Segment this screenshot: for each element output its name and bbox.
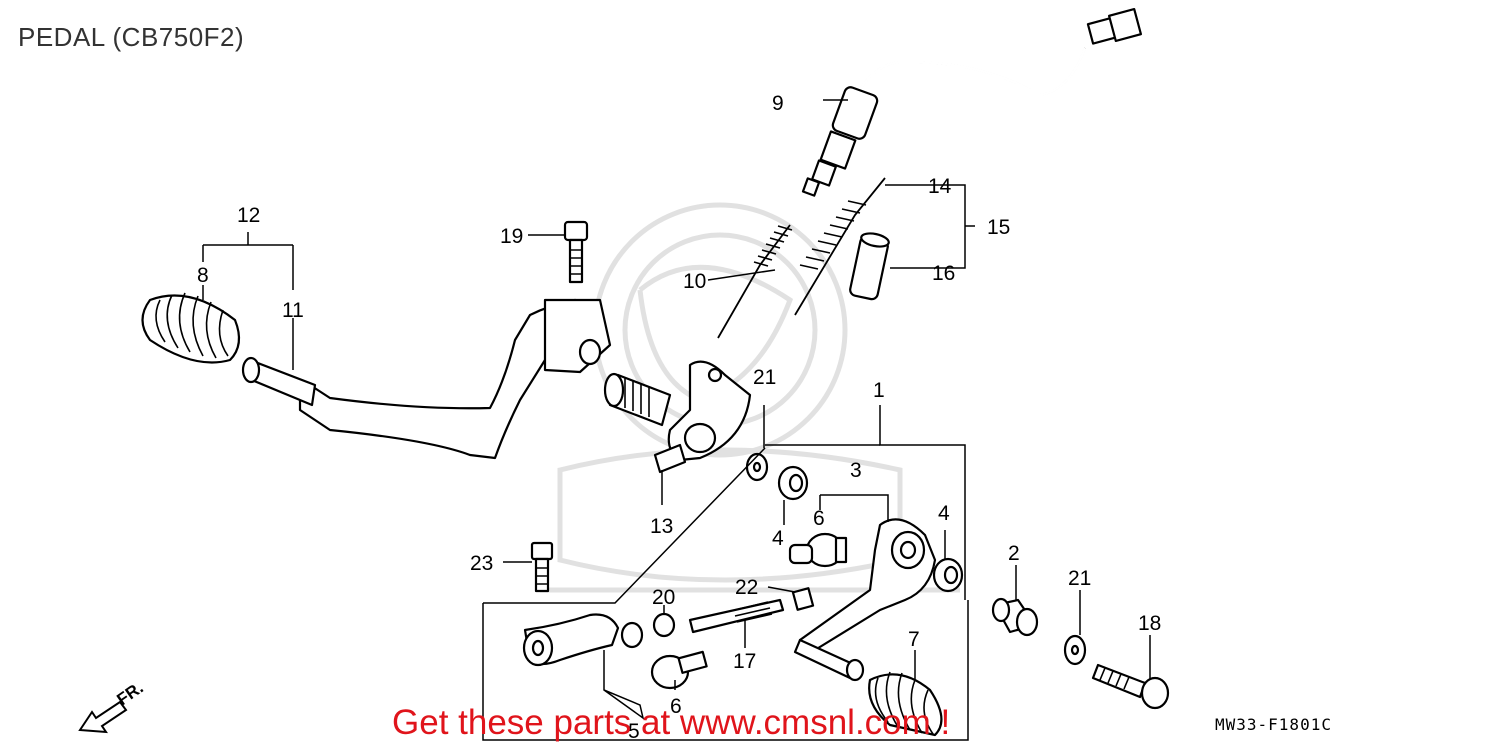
callout-3[interactable]: 3 bbox=[850, 459, 862, 482]
callout-15[interactable]: 15 bbox=[987, 216, 1010, 239]
callout-4[interactable]: 4 bbox=[772, 527, 784, 550]
callout-13[interactable]: 13 bbox=[650, 515, 673, 538]
callout-21[interactable]: 21 bbox=[753, 366, 776, 389]
callout-21-b[interactable]: 21 bbox=[1068, 567, 1091, 590]
page-title: PEDAL (CB750F2) bbox=[18, 22, 245, 52]
callout-12[interactable]: 12 bbox=[237, 204, 260, 227]
pivot-bolt-part[interactable] bbox=[1091, 663, 1170, 710]
part-callouts: 1 2 3 4 4 5 6 6 7 8 9 10 11 12 13 14 15 … bbox=[197, 92, 1161, 743]
callout-5[interactable]: 5 bbox=[628, 720, 640, 743]
callout-4-b[interactable]: 4 bbox=[938, 502, 950, 525]
callout-8[interactable]: 8 bbox=[197, 264, 209, 287]
callout-10[interactable]: 10 bbox=[683, 270, 706, 293]
callout-9[interactable]: 9 bbox=[772, 92, 784, 115]
bearing-part-2[interactable] bbox=[932, 557, 964, 593]
callout-11[interactable]: 11 bbox=[282, 299, 304, 322]
bolt-part[interactable] bbox=[563, 220, 589, 284]
callout-6-b[interactable]: 6 bbox=[670, 695, 682, 718]
brake-pedal-part[interactable] bbox=[141, 292, 612, 460]
callout-17[interactable]: 17 bbox=[733, 650, 756, 673]
washer-part[interactable] bbox=[745, 452, 769, 482]
pedal-shaft-part[interactable] bbox=[603, 360, 752, 474]
callout-6[interactable]: 6 bbox=[813, 507, 825, 530]
callout-20[interactable]: 20 bbox=[652, 586, 675, 609]
callout-16[interactable]: 16 bbox=[932, 262, 955, 285]
stop-switch-part[interactable] bbox=[801, 7, 1143, 197]
callout-1[interactable]: 1 bbox=[873, 379, 885, 402]
brake-rod-clevis-part[interactable] bbox=[522, 613, 644, 667]
leader-lines bbox=[202, 99, 1151, 741]
footrest-rubber-part[interactable] bbox=[868, 671, 943, 737]
callout-14[interactable]: 14 bbox=[928, 175, 952, 198]
bearing-part[interactable] bbox=[777, 465, 809, 501]
pushrod-part[interactable] bbox=[652, 587, 815, 638]
washer-part-2[interactable] bbox=[1063, 634, 1087, 666]
ball-joint-part-2[interactable] bbox=[650, 650, 708, 690]
shop-link[interactable]: Get these parts at www.cmsnl.com ! bbox=[392, 703, 951, 742]
flange-bolt-part[interactable] bbox=[530, 541, 554, 593]
callout-7[interactable]: 7 bbox=[908, 628, 920, 651]
callout-22[interactable]: 22 bbox=[735, 576, 758, 599]
callout-23[interactable]: 23 bbox=[470, 552, 493, 575]
callout-2[interactable]: 2 bbox=[1008, 542, 1020, 565]
spring-collar-part[interactable] bbox=[849, 231, 890, 301]
callout-19[interactable]: 19 bbox=[500, 225, 523, 248]
callout-18[interactable]: 18 bbox=[1138, 612, 1161, 635]
spring-part[interactable] bbox=[717, 177, 886, 339]
pedal-link-arm-part[interactable] bbox=[793, 518, 937, 682]
ball-joint-part[interactable] bbox=[788, 532, 848, 568]
diagram-code: MW33-F1801C bbox=[1215, 715, 1332, 734]
collar-part[interactable] bbox=[991, 597, 1039, 637]
front-direction-arrow-icon: FR. bbox=[78, 678, 147, 734]
